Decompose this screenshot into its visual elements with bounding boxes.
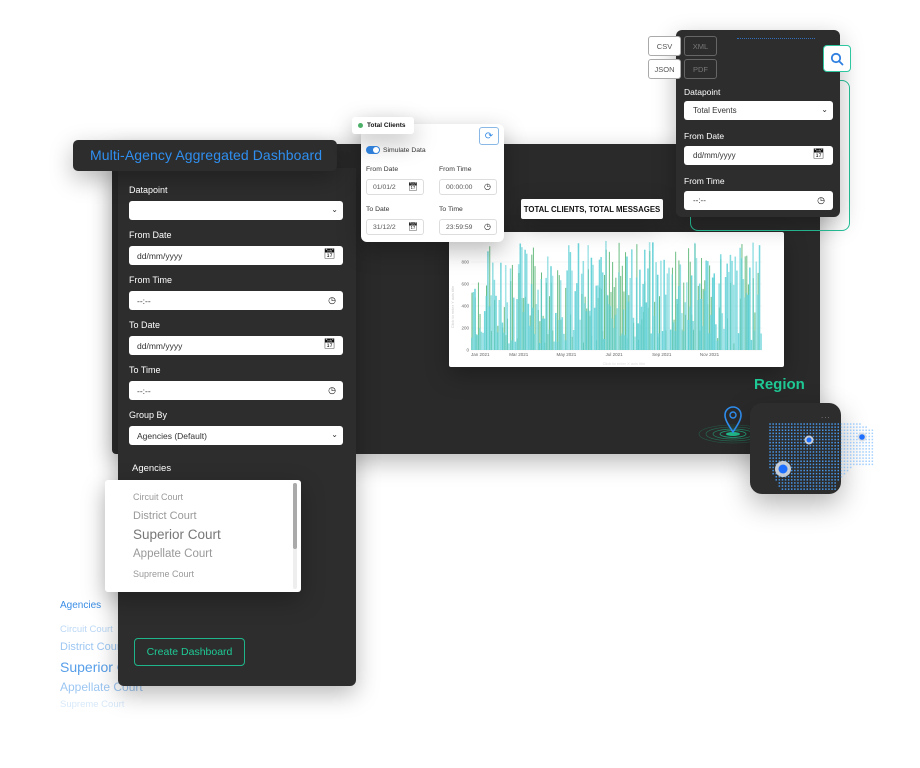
dashboard-title-bar: Multi-Agency Aggregated Dashboard bbox=[73, 140, 337, 171]
to-time-input[interactable]: --:-- ◷ bbox=[129, 381, 343, 400]
from-date-label: From Date bbox=[129, 230, 172, 240]
sim-to-time-input[interactable]: 23:59:59 ◷ bbox=[439, 219, 497, 235]
svg-text:800: 800 bbox=[461, 260, 469, 265]
sim-from-date-input[interactable]: 01/01/2 📅︎ bbox=[366, 179, 424, 195]
background-agency-item: Circuit Court bbox=[60, 624, 113, 635]
background-agency-item: Supreme Court bbox=[60, 698, 125, 710]
from-time-label: From Time bbox=[129, 275, 173, 285]
refresh-icon: ⟳ bbox=[484, 130, 494, 142]
export-xml-button[interactable]: XML bbox=[684, 36, 717, 56]
sim-from-time-input[interactable]: 00:00:00 ◷ bbox=[439, 179, 497, 195]
svg-text:May 2021: May 2021 bbox=[557, 352, 577, 357]
sim-to-date-label: To Date bbox=[366, 206, 390, 213]
clock-icon[interactable]: ◷ bbox=[484, 182, 491, 191]
calendar-icon[interactable]: 📅︎ bbox=[407, 182, 418, 191]
agency-item-supreme-court[interactable]: Supreme Court bbox=[133, 569, 195, 579]
export-csv-button[interactable]: CSV bbox=[648, 36, 681, 56]
query-panel bbox=[676, 30, 840, 217]
calendar-icon[interactable]: 📅︎ bbox=[323, 339, 336, 350]
svg-text:400: 400 bbox=[461, 304, 469, 309]
sim-from-time-label: From Time bbox=[439, 166, 472, 173]
sim-to-time-label: To Time bbox=[439, 206, 463, 213]
calendar-icon[interactable]: 📅︎ bbox=[407, 222, 418, 231]
export-pdf-button[interactable]: PDF bbox=[684, 59, 717, 79]
clock-icon[interactable]: ◷ bbox=[328, 295, 336, 305]
svg-text:Jul 2021: Jul 2021 bbox=[606, 352, 624, 357]
more-options-icon[interactable]: ... bbox=[821, 411, 831, 420]
series-color-dot bbox=[358, 123, 363, 128]
query-datapoint-label: Datapoint bbox=[684, 87, 721, 97]
query-from-date-label: From Date bbox=[684, 131, 725, 141]
calendar-icon[interactable]: 📅︎ bbox=[812, 149, 825, 160]
clock-icon[interactable]: ◷ bbox=[328, 385, 336, 395]
x-axis-title[interactable]: Click to enter X axis title bbox=[603, 361, 646, 366]
to-date-label: To Date bbox=[129, 320, 161, 330]
page-title: Multi-Agency Aggregated Dashboard bbox=[90, 147, 323, 163]
search-icon bbox=[830, 52, 844, 65]
create-dashboard-button[interactable]: Create Dashboard bbox=[134, 638, 245, 666]
svg-text:200: 200 bbox=[461, 326, 469, 331]
scrollbar-thumb[interactable] bbox=[293, 483, 297, 549]
to-time-label: To Time bbox=[129, 365, 161, 375]
agencies-label: Agencies bbox=[132, 463, 172, 474]
query-from-time-input[interactable]: --:-- ◷ bbox=[684, 191, 833, 210]
query-from-time-label: From Time bbox=[684, 176, 725, 186]
simulate-data-toggle[interactable] bbox=[366, 146, 380, 154]
group-by-select[interactable]: Agencies (Default) ⌄ bbox=[129, 426, 343, 445]
chart-title: TOTAL CLIENTS, TOTAL MESSAGES bbox=[521, 199, 663, 219]
datapoint-label: Datapoint bbox=[129, 185, 168, 195]
svg-text:0: 0 bbox=[466, 348, 469, 353]
calendar-icon[interactable]: 📅︎ bbox=[323, 249, 336, 260]
refresh-button[interactable]: ⟳ bbox=[479, 127, 499, 145]
from-date-input[interactable]: dd/mm/yyyy 📅︎ bbox=[129, 246, 343, 265]
simulate-data-label: Simulate Data bbox=[383, 147, 426, 154]
to-date-input[interactable]: dd/mm/yyyy 📅︎ bbox=[129, 336, 343, 355]
chevron-down-icon: ⌄ bbox=[331, 430, 338, 439]
chart-card: 0 200 400 600 800 Jan 2021 Mar 2021 May 2021 Ju… bbox=[449, 232, 784, 367]
chevron-down-icon: ⌄ bbox=[331, 205, 338, 214]
y-axis-title[interactable]: Click to enter Y axis title bbox=[450, 285, 455, 328]
agency-item-appellate-court[interactable]: Appellate Court bbox=[133, 548, 213, 560]
from-time-input[interactable]: --:-- ◷ bbox=[129, 291, 343, 310]
agency-item-superior-court[interactable]: Superior Court bbox=[133, 527, 221, 542]
background-agency-item: District Court bbox=[60, 640, 124, 653]
background-agencies-title: Agencies bbox=[60, 600, 102, 611]
svg-text:Jan 2021: Jan 2021 bbox=[471, 352, 490, 357]
search-button[interactable] bbox=[823, 45, 851, 72]
svg-text:600: 600 bbox=[461, 282, 469, 287]
clock-icon[interactable]: ◷ bbox=[817, 195, 825, 205]
bar-chart[interactable]: 0 200 400 600 800 Jan 2021 Mar 2021 May 2021 Ju… bbox=[449, 232, 784, 367]
svg-text:Nov 2021: Nov 2021 bbox=[700, 352, 720, 357]
clock-icon[interactable]: ◷ bbox=[484, 222, 491, 231]
series-tab-total-clients[interactable]: Total Clients bbox=[352, 117, 414, 134]
export-json-button[interactable]: JSON bbox=[648, 59, 681, 79]
sim-to-date-input[interactable]: 31/12/2 📅︎ bbox=[366, 219, 424, 235]
query-from-date-input[interactable]: dd/mm/yyyy 📅︎ bbox=[684, 146, 833, 165]
datapoint-select[interactable]: ⌄ bbox=[129, 201, 343, 220]
agency-picker-list[interactable]: Circuit Court District Court Superior Co… bbox=[105, 480, 301, 592]
query-datapoint-select[interactable]: Total Events ⌄ bbox=[684, 101, 833, 120]
dotted-connector bbox=[737, 38, 815, 40]
chevron-down-icon: ⌄ bbox=[821, 105, 828, 114]
region-title: Region bbox=[754, 376, 805, 393]
sim-from-date-label: From Date bbox=[366, 166, 399, 173]
group-by-label: Group By bbox=[129, 410, 168, 420]
svg-text:Mar 2021: Mar 2021 bbox=[509, 352, 529, 357]
agency-item-district-court[interactable]: District Court bbox=[133, 510, 197, 522]
us-dot-map[interactable] bbox=[758, 412, 883, 497]
agency-item-circuit-court[interactable]: Circuit Court bbox=[133, 492, 184, 502]
svg-text:Sep 2021: Sep 2021 bbox=[652, 352, 672, 357]
